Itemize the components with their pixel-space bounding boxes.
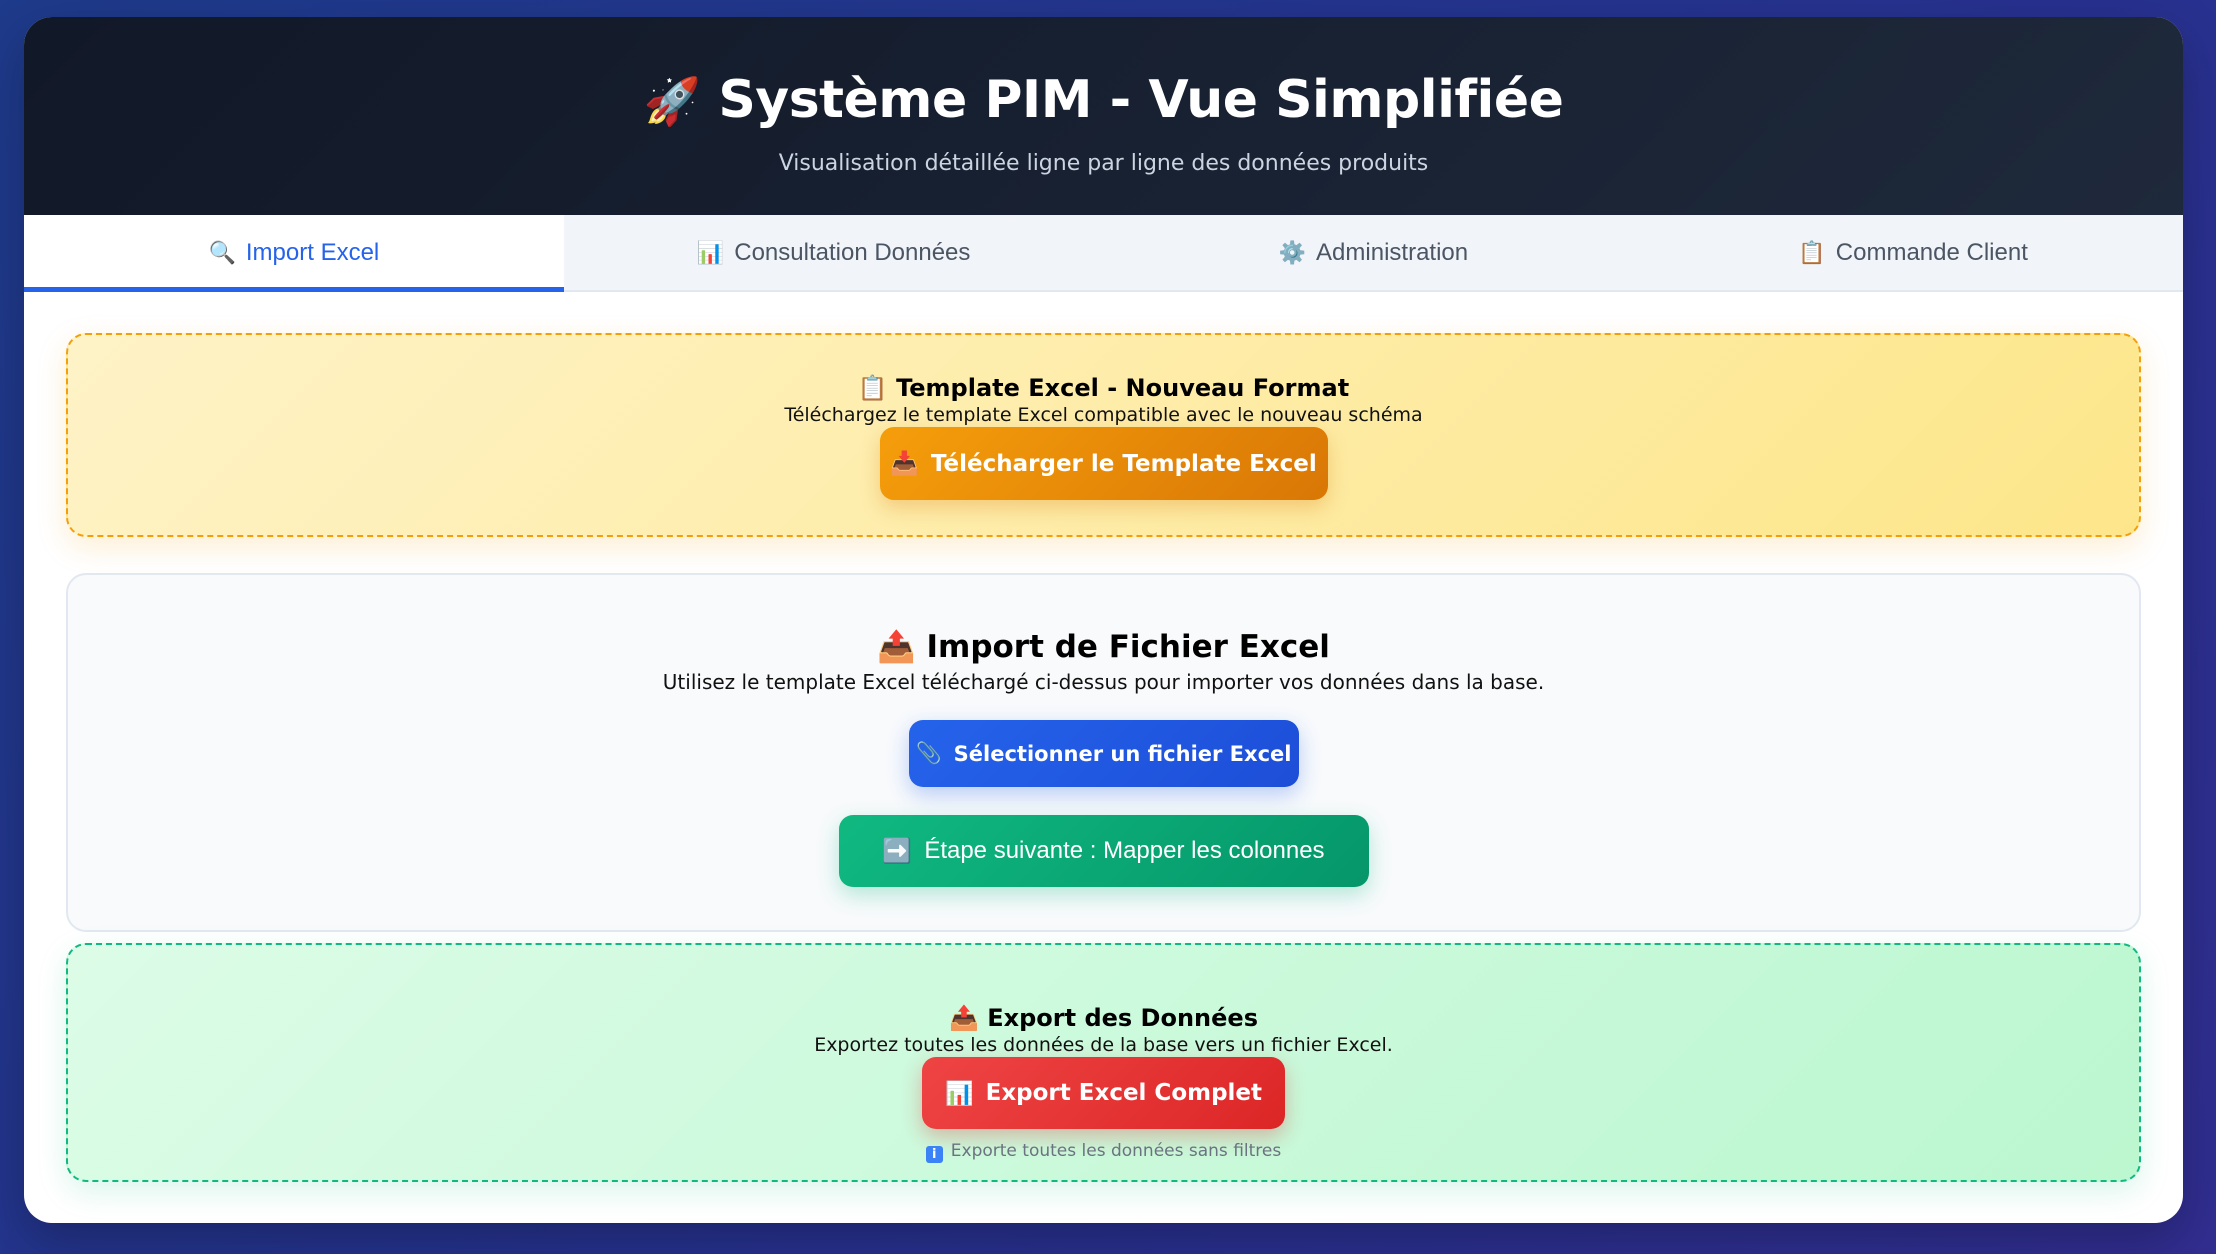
- download-template-button[interactable]: 📥 Télécharger le Template Excel: [879, 427, 1328, 500]
- tab-import-excel[interactable]: 🔍 Import Excel: [24, 215, 564, 292]
- outbox-upload-icon: 📤: [949, 1004, 979, 1032]
- paperclip-icon: 📎: [915, 741, 942, 765]
- tab-label: Commande Client: [1835, 238, 2028, 266]
- page-title: 🚀 Système PIM - Vue Simplifiée: [24, 17, 2183, 132]
- import-section-title: 📤 Import de Fichier Excel: [68, 627, 2139, 667]
- bar-chart-icon: 📊: [944, 1080, 974, 1107]
- info-icon: i: [925, 1146, 943, 1163]
- select-file-button[interactable]: 📎 Sélectionner un fichier Excel: [908, 720, 1299, 787]
- export-section-description: Exportez toutes les données de la base v…: [814, 1034, 1393, 1056]
- tab-label: Import Excel: [245, 238, 380, 266]
- clipboard-icon: 📋: [857, 374, 888, 402]
- export-title-text: Export des Données: [987, 1004, 1258, 1032]
- tab-administration[interactable]: ⚙️ Administration: [1104, 215, 1644, 290]
- gear-icon: ⚙️: [1278, 239, 1307, 265]
- import-section: 📤 Import de Fichier Excel Utilisez le te…: [66, 573, 2141, 932]
- export-note: i Exporte toutes les données sans filtres: [68, 1141, 2139, 1163]
- rocket-icon: 🚀: [643, 74, 701, 128]
- tab-label: Administration: [1316, 238, 1469, 266]
- import-title-text: Import de Fichier Excel: [926, 629, 1330, 665]
- main-card: 🚀 Système PIM - Vue Simplifiée Visualisat…: [24, 17, 2183, 1223]
- import-section-description: Utilisez le template Excel téléchargé ci…: [662, 670, 1545, 694]
- arrow-right-icon: ➡️: [882, 837, 913, 865]
- export-excel-label: Export Excel Complet: [985, 1080, 1263, 1106]
- next-step-map-columns-button[interactable]: ➡️ Étape suivante : Mapper les colonnes: [838, 815, 1369, 887]
- search-icon: 🔍: [208, 239, 236, 265]
- clipboard-icon: 📋: [1798, 239, 1826, 265]
- export-excel-button[interactable]: 📊 Export Excel Complet: [922, 1057, 1285, 1129]
- tab-label: Consultation Données: [734, 238, 971, 266]
- tab-bar: 🔍 Import Excel 📊 Consultation Données ⚙️…: [24, 215, 2183, 292]
- export-section-title: 📤 Export des Données: [68, 1003, 2139, 1033]
- bar-chart-icon: 📊: [696, 239, 725, 265]
- outbox-upload-icon: 📤: [877, 629, 916, 665]
- template-section-description: Téléchargez le template Excel compatible…: [784, 404, 1423, 426]
- download-template-label: Télécharger le Template Excel: [930, 450, 1317, 477]
- export-section: 📤 Export des Données Exportez toutes les…: [66, 943, 2141, 1182]
- tab-commande-client[interactable]: 📋 Commande Client: [1643, 215, 2183, 290]
- app-header: 🚀 Système PIM - Vue Simplifiée Visualisat…: [24, 17, 2183, 215]
- select-file-label: Sélectionner un fichier Excel: [953, 741, 1292, 766]
- export-note-text: Exporte toutes les données sans filtres: [950, 1141, 1282, 1161]
- page-title-text: Système PIM - Vue Simplifiée: [718, 70, 1564, 130]
- inbox-download-icon: 📥: [890, 451, 919, 477]
- template-section: 📋 Template Excel - Nouveau Format Téléch…: [66, 333, 2141, 537]
- template-title-text: Template Excel - Nouveau Format: [896, 374, 1350, 402]
- tab-consultation-donnees[interactable]: 📊 Consultation Données: [564, 215, 1104, 290]
- page-subtitle: Visualisation détaillée ligne par ligne …: [778, 151, 1429, 176]
- template-section-title: 📋 Template Excel - Nouveau Format: [68, 373, 2139, 403]
- next-step-label: Étape suivante : Mapper les colonnes: [924, 837, 1325, 864]
